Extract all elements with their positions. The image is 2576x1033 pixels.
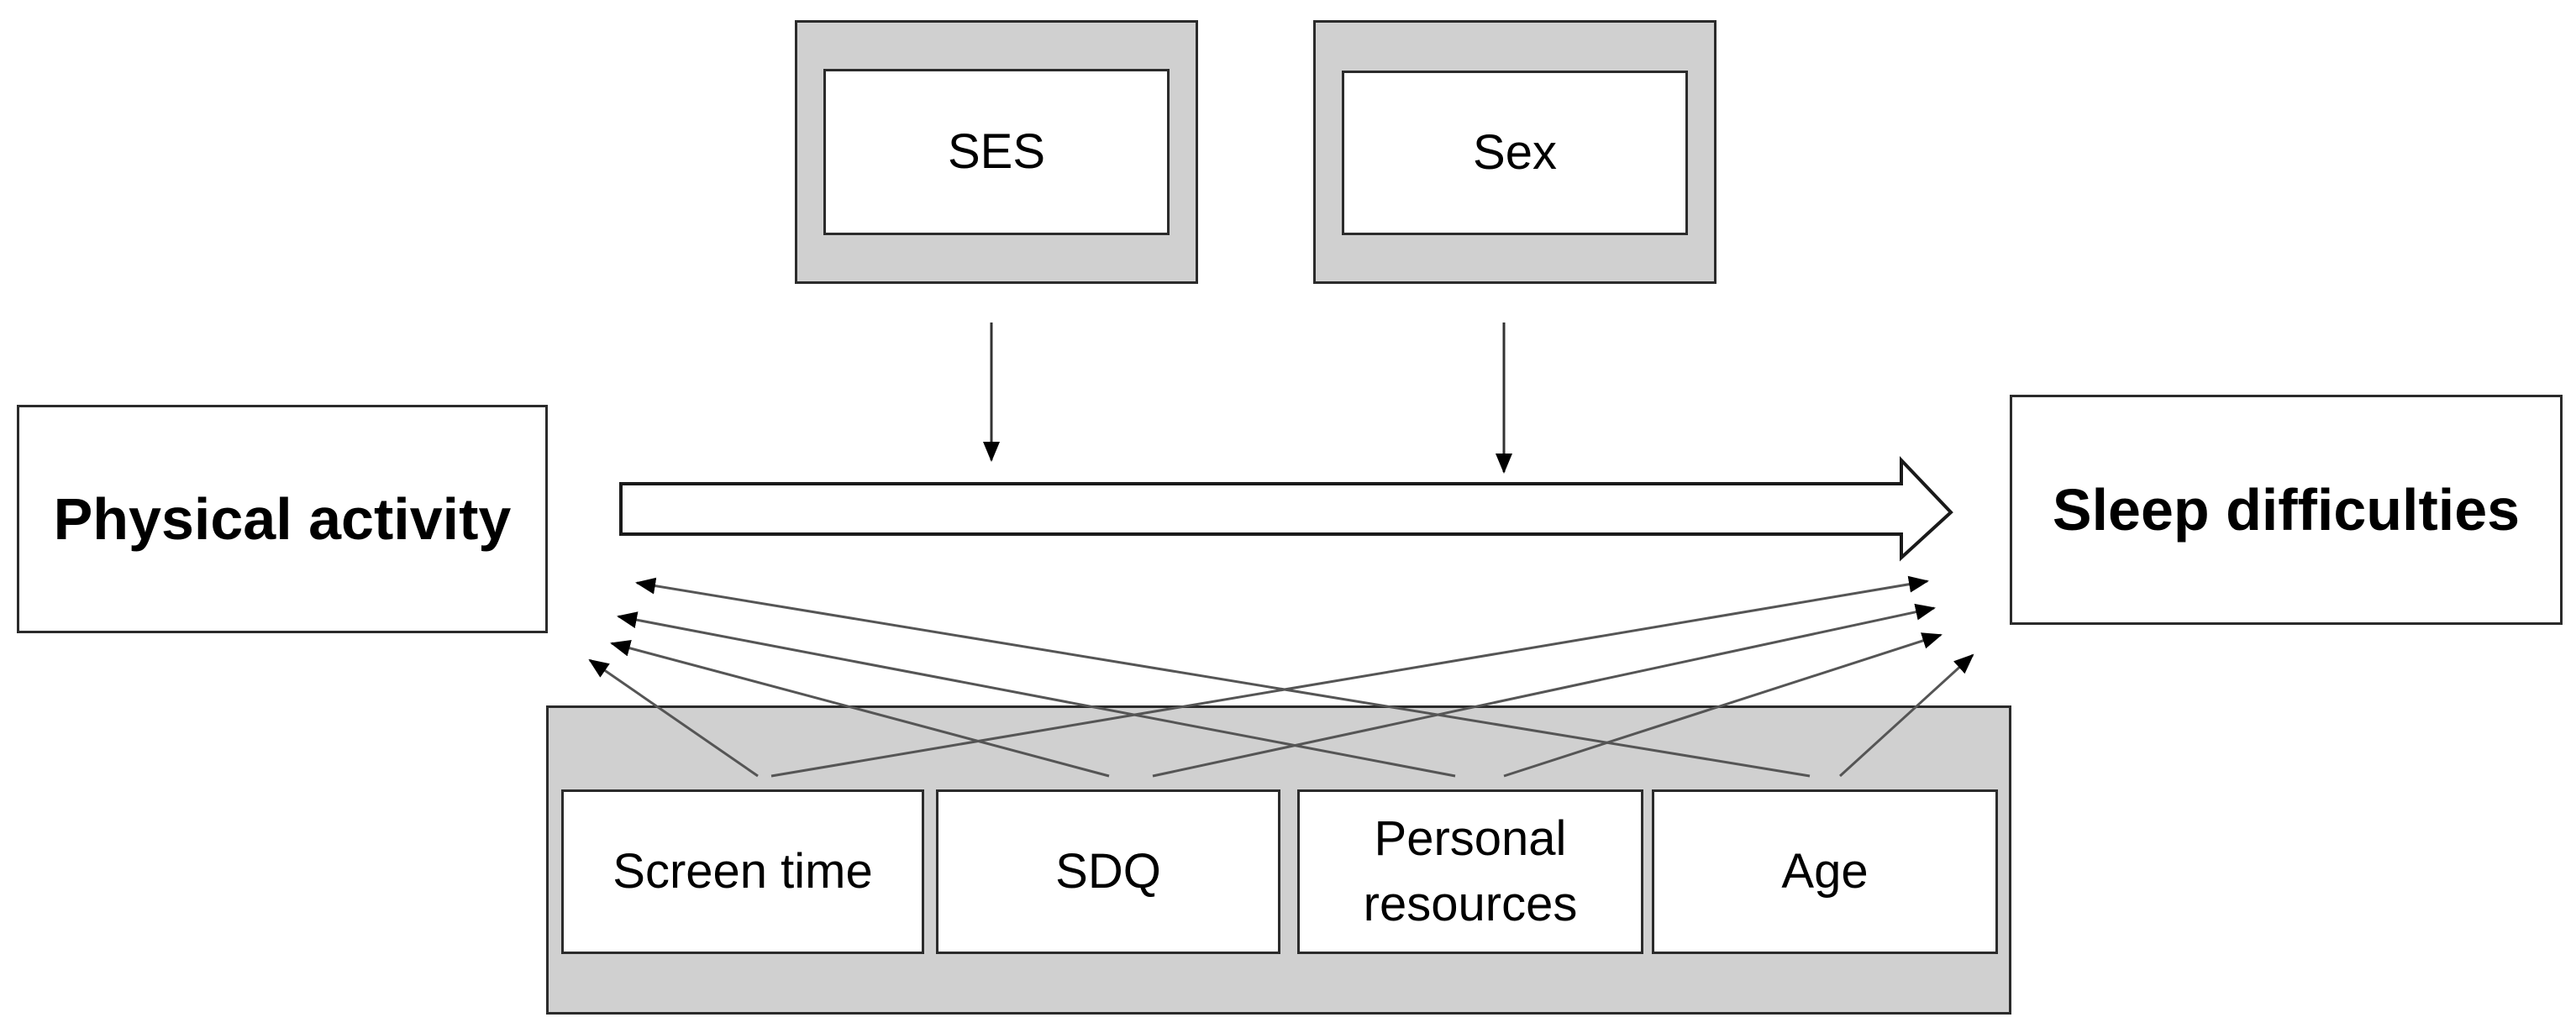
screen-time-to-sleep-arrow — [770, 575, 1929, 778]
age-label: Age — [1781, 843, 1869, 899]
physical-activity-label: Physical activity — [53, 486, 512, 552]
personal-resources-to-physical-activity-arrow — [617, 611, 1456, 778]
age-to-physical-activity-arrow — [635, 577, 1811, 778]
sleep-difficulties-label: Sleep difficulties — [2052, 477, 2521, 543]
sdq-to-physical-activity-arrow — [610, 640, 1110, 778]
sex-moderator-box: Sex — [1342, 71, 1688, 235]
main-effect-arrow — [619, 455, 1953, 562]
sdq-label: SDQ — [1055, 843, 1161, 899]
ses-moderator-box: SES — [823, 69, 1170, 235]
sex-label: Sex — [1473, 124, 1557, 180]
screen-time-to-physical-activity-arrow — [588, 658, 759, 778]
sdq-box: SDQ — [936, 789, 1280, 954]
ses-label: SES — [947, 123, 1046, 179]
screen-time-box: Screen time — [561, 789, 924, 954]
personal-resources-to-sleep-arrow — [1503, 632, 1943, 778]
personal-resources-box: Personal resources — [1297, 789, 1643, 954]
sleep-difficulties-box: Sleep difficulties — [2010, 395, 2563, 625]
physical-activity-box: Physical activity — [17, 405, 548, 633]
screen-time-label: Screen time — [612, 843, 873, 899]
age-box: Age — [1652, 789, 1998, 954]
age-to-sleep-arrow — [1838, 653, 1974, 778]
sdq-to-sleep-arrow — [1152, 603, 1936, 778]
personal-resources-label: Personal resources — [1363, 810, 1578, 931]
